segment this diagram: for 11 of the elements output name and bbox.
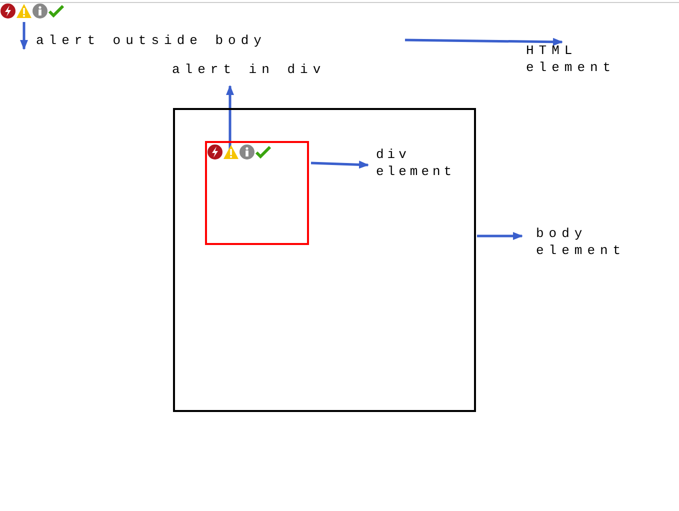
arrow <box>20 22 28 50</box>
body-box <box>173 108 476 412</box>
arrow <box>477 232 523 240</box>
arrow <box>404 38 563 46</box>
arrow <box>310 160 369 169</box>
element-label: body element <box>536 225 656 259</box>
element-label: div element <box>376 146 474 180</box>
element-label: HTML element <box>526 42 646 76</box>
div-box <box>205 141 309 245</box>
alert-label: alert outside body <box>36 32 286 49</box>
alert-label: alert in div <box>172 61 352 78</box>
